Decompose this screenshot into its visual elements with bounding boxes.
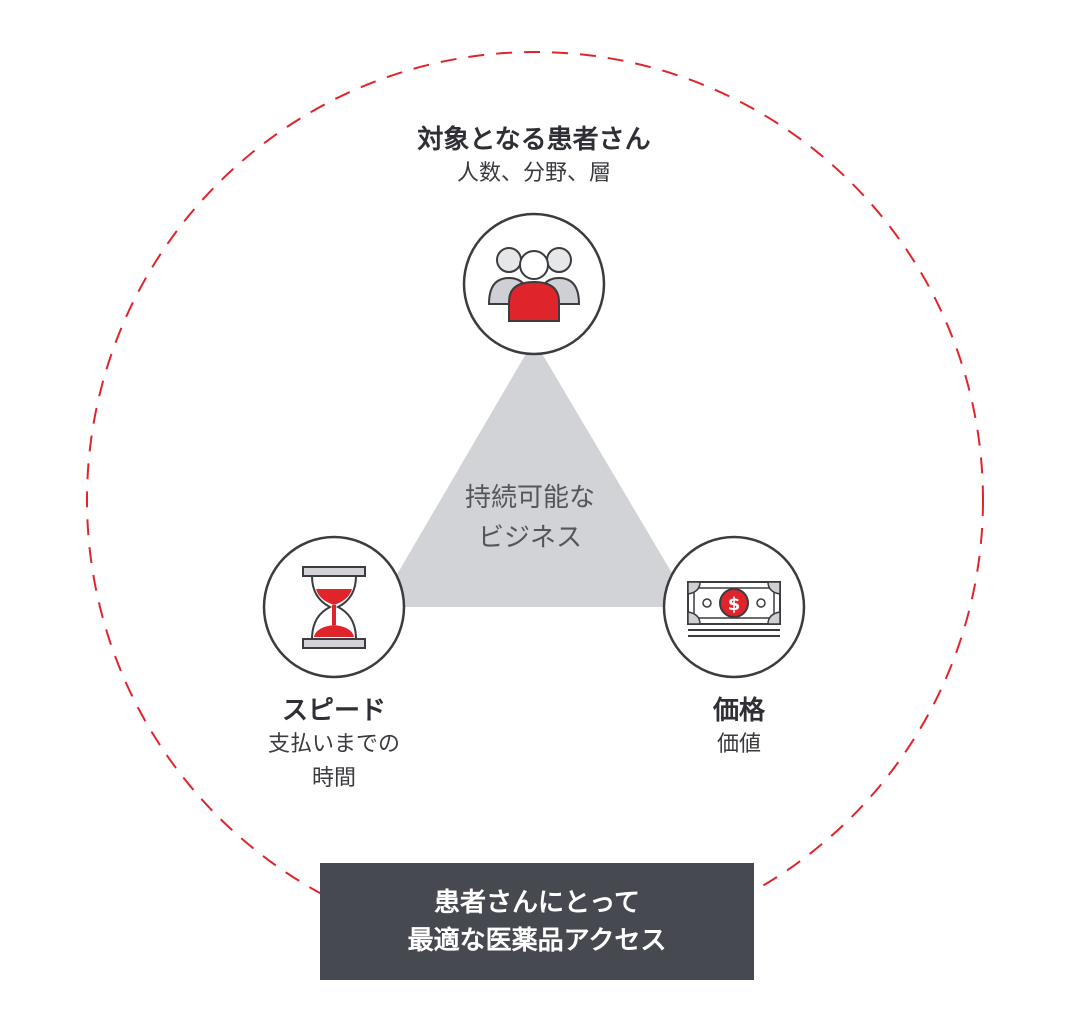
center-line1: 持続可能な (464, 483, 595, 513)
banner-line2: 最適な医薬品アクセス (407, 925, 667, 956)
patients-group-icon (462, 212, 606, 356)
svg-text:$: $ (728, 594, 741, 615)
top-label-group: 対象となる患者さん 人数、分野、層 (384, 123, 684, 191)
top-title: 対象となる患者さん (417, 125, 651, 155)
center-line2: ビジネス (477, 523, 582, 553)
banner-line1: 患者さんにとって (434, 887, 640, 918)
top-subtitle: 人数、分野、層 (456, 161, 611, 186)
left-label-group: スピード 支払いまでの 時間 (234, 694, 434, 796)
right-subtitle: 価値 (716, 732, 761, 757)
hourglass-icon (262, 535, 406, 679)
left-title: スピード (281, 696, 386, 726)
money-bill-icon: $ (662, 535, 806, 679)
right-title: 価格 (712, 696, 765, 726)
center-text: 持続可能な ビジネス (430, 478, 630, 558)
left-subtitle-line2: 時間 (311, 766, 356, 791)
bottom-banner: 患者さんにとって 最適な医薬品アクセス (320, 863, 754, 980)
sustainability-triangle (378, 340, 692, 607)
left-subtitle-line1: 支払いまでの (267, 732, 400, 757)
right-label-group: 価格 価値 (664, 694, 814, 762)
